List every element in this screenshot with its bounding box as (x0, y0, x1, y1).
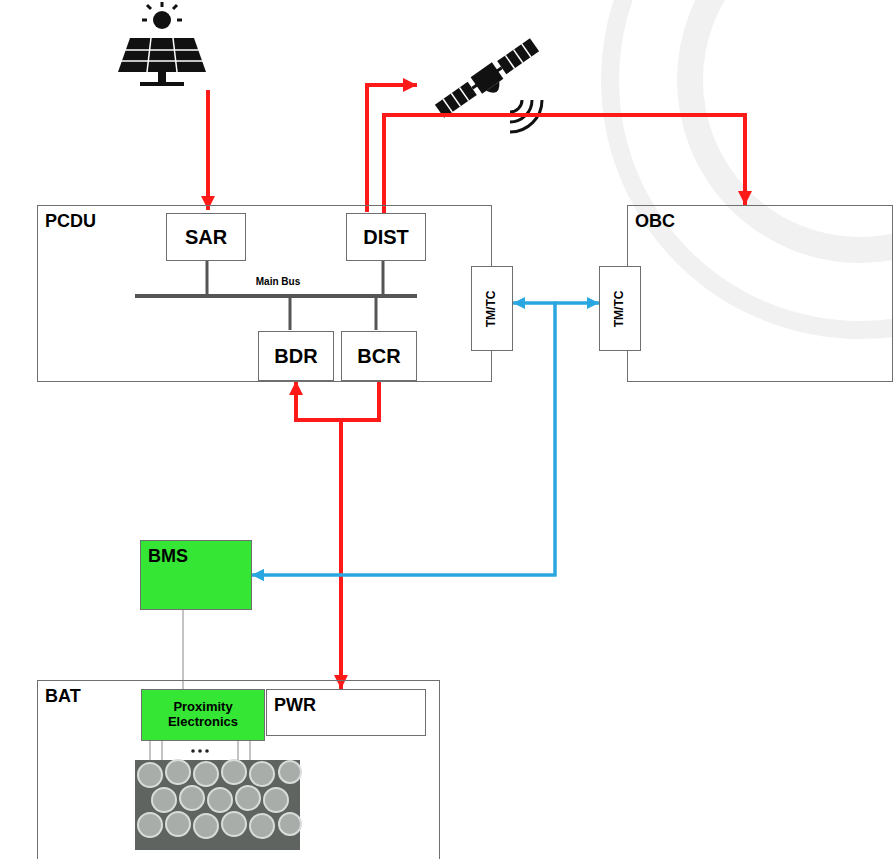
box-label: PWR (274, 695, 316, 716)
box-label: DIST (363, 226, 409, 249)
box-label: BMS (148, 546, 188, 567)
solar-panel-icon (118, 2, 206, 86)
module-box: DIST (346, 213, 426, 261)
box-label: Proximity Electronics (147, 700, 259, 730)
background-arcs (610, 0, 893, 330)
unit-box: OBCTM/TC (627, 205, 893, 382)
box-label: BAT (45, 686, 81, 707)
box-label: SAR (185, 226, 227, 249)
module-box: BCR (341, 331, 417, 381)
box-label: TM/TC (485, 290, 499, 327)
box-label: PCDU (45, 211, 96, 232)
battery-cells-photo (135, 740, 301, 850)
interface-box: TM/TC (599, 266, 641, 351)
interface-box: TM/TC (471, 266, 513, 351)
box-label: OBC (635, 211, 675, 232)
electronics-box: Proximity Electronics (141, 689, 265, 741)
power-line (296, 381, 341, 689)
power-arrow (206, 90, 210, 210)
bus-label: Main Bus (241, 276, 315, 287)
module-box: PWR (266, 689, 426, 736)
power-line (367, 85, 417, 212)
module-box: SAR (166, 213, 246, 261)
box-label: BDR (274, 345, 317, 368)
unit-box: PCDUSARDISTBDRBCRTM/TCMain Bus (37, 205, 492, 382)
satellite-icon (434, 37, 545, 126)
box-label: BCR (357, 345, 400, 368)
data-line (252, 303, 599, 575)
box-label: TM/TC (613, 290, 627, 327)
signal-wire (183, 610, 184, 689)
bms-box: BMS (140, 540, 252, 610)
module-box: BDR (258, 331, 334, 381)
power-line (341, 381, 379, 689)
unit-box: BAT Proximity Electronics PWR (37, 680, 440, 859)
main-bus (135, 260, 417, 330)
power-line (384, 115, 745, 213)
